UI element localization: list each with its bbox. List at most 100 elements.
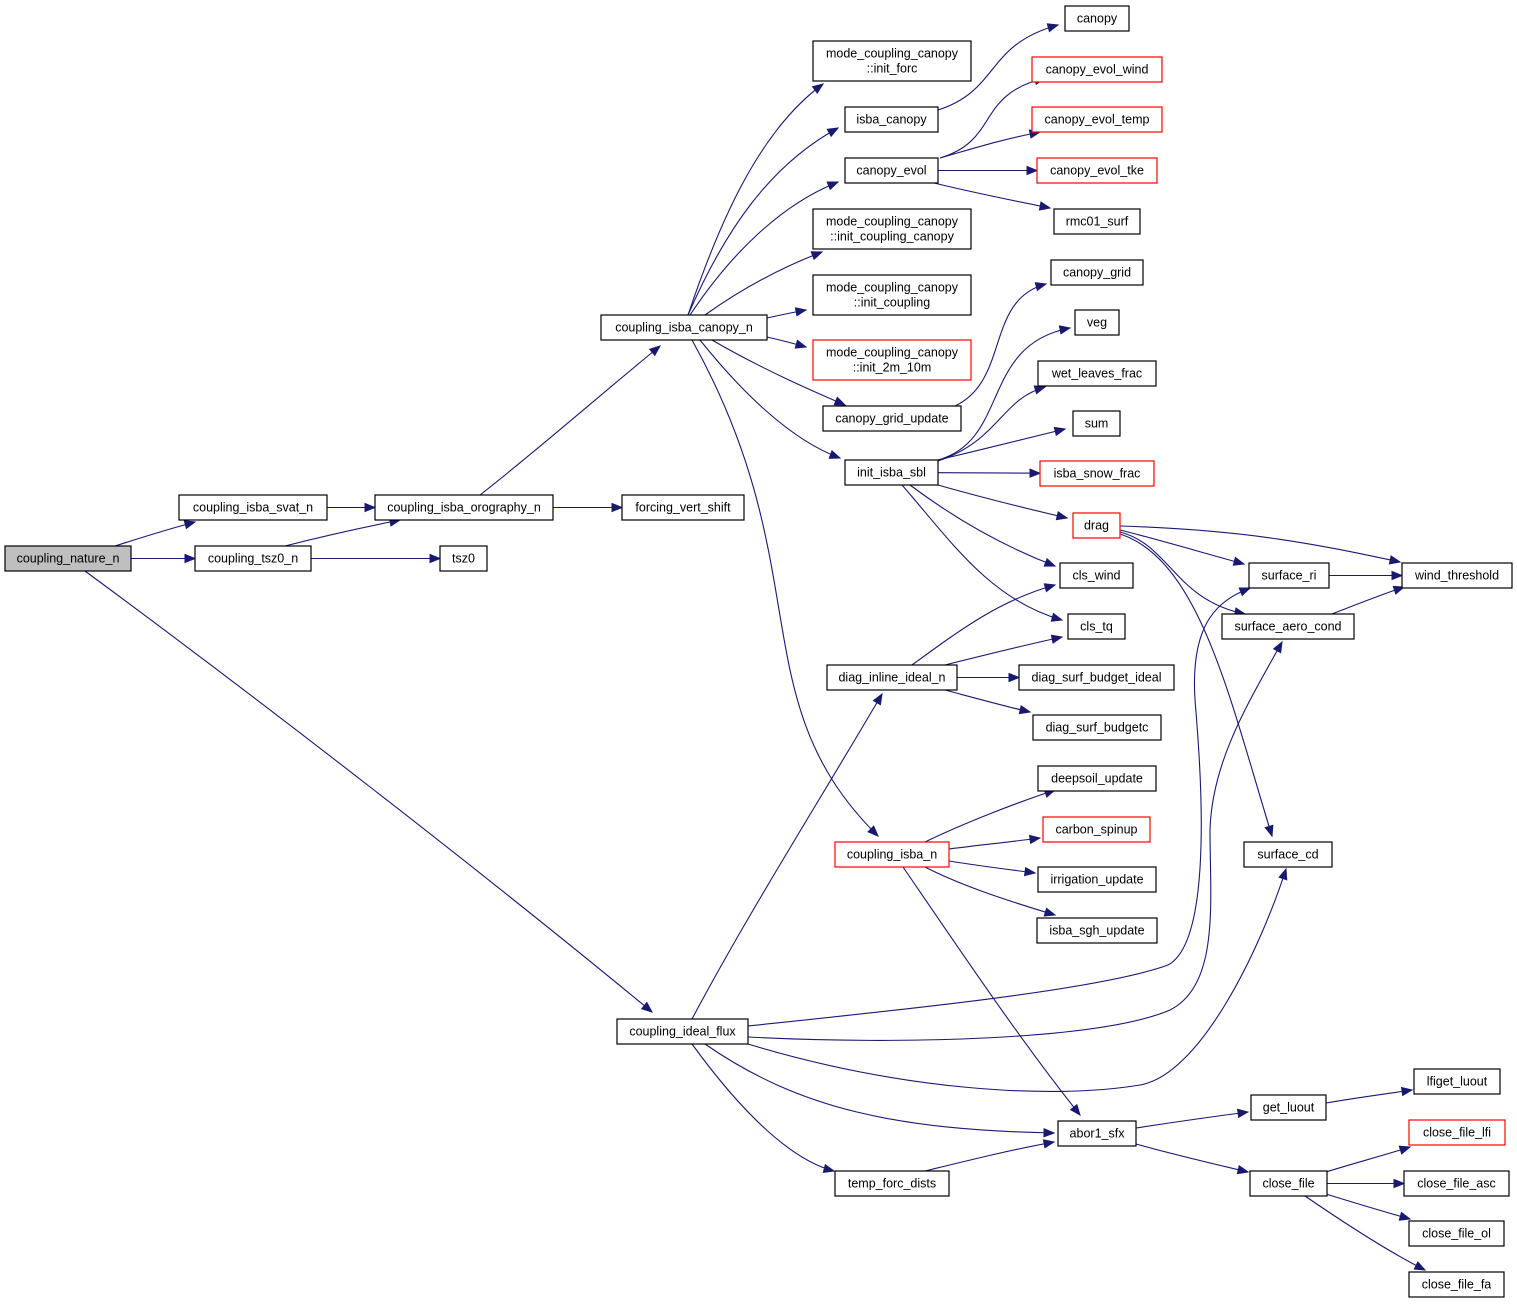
node-box[interactable]: [812, 208, 972, 250]
node-box[interactable]: [1042, 816, 1151, 843]
node-box[interactable]: [1064, 5, 1130, 32]
node-box[interactable]: [812, 274, 972, 316]
node-box[interactable]: [4, 545, 132, 572]
node-box[interactable]: [1413, 1068, 1501, 1095]
node-box[interactable]: [1072, 410, 1121, 437]
node-isba_sgh_update[interactable]: isba_sgh_update: [1036, 917, 1158, 944]
node-canopy_grid[interactable]: canopy_grid: [1050, 259, 1144, 286]
node-rmc01_surf[interactable]: rmc01_surf: [1053, 208, 1141, 235]
node-box[interactable]: [1037, 866, 1157, 893]
node-box[interactable]: [1050, 259, 1144, 286]
node-box[interactable]: [1243, 841, 1333, 868]
node-box[interactable]: [844, 157, 939, 184]
node-surface_ri[interactable]: surface_ri: [1248, 562, 1330, 589]
node-veg[interactable]: veg: [1074, 309, 1120, 336]
node-cls_wind[interactable]: cls_wind: [1059, 562, 1134, 589]
node-surface_cd[interactable]: surface_cd: [1243, 841, 1333, 868]
node-diag_surf_budgetc[interactable]: diag_surf_budgetc: [1032, 714, 1162, 741]
node-box[interactable]: [844, 106, 939, 133]
node-forcing_vert_shift[interactable]: forcing_vert_shift: [621, 494, 745, 521]
node-isba_canopy[interactable]: isba_canopy: [844, 106, 939, 133]
node-box[interactable]: [1036, 157, 1158, 184]
node-canopy_evol_temp[interactable]: canopy_evol_temp: [1031, 106, 1163, 133]
node-box[interactable]: [439, 545, 488, 572]
node-get_luout[interactable]: get_luout: [1250, 1094, 1327, 1121]
node-box[interactable]: [1037, 765, 1157, 792]
node-deepsoil_update[interactable]: deepsoil_update: [1037, 765, 1157, 792]
node-box[interactable]: [1403, 1170, 1510, 1197]
node-close_file_ol[interactable]: close_file_ol: [1408, 1220, 1505, 1247]
node-box[interactable]: [178, 494, 328, 521]
node-box[interactable]: [1031, 106, 1163, 133]
node-box[interactable]: [1401, 562, 1513, 589]
node-canopy_grid_update[interactable]: canopy_grid_update: [822, 405, 962, 432]
node-irrigation_update[interactable]: irrigation_update: [1037, 866, 1157, 893]
node-close_file_lfi[interactable]: close_file_lfi: [1408, 1119, 1506, 1146]
node-box[interactable]: [1408, 1119, 1506, 1146]
node-box[interactable]: [844, 459, 939, 486]
node-coupling_isba_orography_n[interactable]: coupling_isba_orography_n: [374, 494, 554, 521]
node-close_file_fa[interactable]: close_file_fa: [1408, 1271, 1505, 1298]
node-diag_surf_budget_ideal[interactable]: diag_surf_budget_ideal: [1018, 664, 1175, 691]
node-box[interactable]: [194, 545, 312, 572]
node-canopy[interactable]: canopy: [1064, 5, 1130, 32]
node-box[interactable]: [1072, 512, 1121, 539]
node-box[interactable]: [1031, 56, 1163, 83]
node-init_coupling[interactable]: mode_coupling_canopy::init_coupling: [812, 274, 972, 316]
node-box[interactable]: [826, 664, 958, 691]
node-drag[interactable]: drag: [1072, 512, 1121, 539]
node-box[interactable]: [834, 841, 950, 868]
node-box[interactable]: [616, 1018, 749, 1045]
node-sum[interactable]: sum: [1072, 410, 1121, 437]
node-box[interactable]: [1053, 208, 1141, 235]
node-box[interactable]: [812, 339, 972, 381]
node-surface_aero_cond[interactable]: surface_aero_cond: [1221, 613, 1355, 640]
node-box[interactable]: [1037, 360, 1157, 387]
node-box[interactable]: [1250, 1094, 1327, 1121]
node-diag_inline_ideal_n[interactable]: diag_inline_ideal_n: [826, 664, 958, 691]
node-wet_leaves_frac[interactable]: wet_leaves_frac: [1037, 360, 1157, 387]
node-canopy_evol_tke[interactable]: canopy_evol_tke: [1036, 157, 1158, 184]
node-init_coupling_canopy[interactable]: mode_coupling_canopy::init_coupling_cano…: [812, 208, 972, 250]
node-box[interactable]: [1057, 1120, 1137, 1147]
node-coupling_nature_n[interactable]: coupling_nature_n: [4, 545, 132, 572]
node-init_2m_10m[interactable]: mode_coupling_canopy::init_2m_10m: [812, 339, 972, 381]
node-box[interactable]: [621, 494, 745, 521]
node-box[interactable]: [1408, 1220, 1505, 1247]
node-box[interactable]: [1036, 917, 1158, 944]
node-box[interactable]: [1018, 664, 1175, 691]
node-box[interactable]: [374, 494, 554, 521]
node-box[interactable]: [1221, 613, 1355, 640]
node-abor1_sfx[interactable]: abor1_sfx: [1057, 1120, 1137, 1147]
node-box[interactable]: [822, 405, 962, 432]
node-wind_threshold[interactable]: wind_threshold: [1401, 562, 1513, 589]
node-coupling_isba_n[interactable]: coupling_isba_n: [834, 841, 950, 868]
node-canopy_evol[interactable]: canopy_evol: [844, 157, 939, 184]
node-box[interactable]: [1039, 460, 1155, 487]
node-init_isba_sbl[interactable]: init_isba_sbl: [844, 459, 939, 486]
node-box[interactable]: [1248, 562, 1330, 589]
node-carbon_spinup[interactable]: carbon_spinup: [1042, 816, 1151, 843]
node-canopy_evol_wind[interactable]: canopy_evol_wind: [1031, 56, 1163, 83]
node-box[interactable]: [1074, 309, 1120, 336]
node-temp_forc_dists[interactable]: temp_forc_dists: [834, 1170, 950, 1197]
node-box[interactable]: [600, 314, 768, 341]
node-coupling_isba_canopy_n[interactable]: coupling_isba_canopy_n: [600, 314, 768, 341]
node-box[interactable]: [1059, 562, 1134, 589]
node-coupling_ideal_flux[interactable]: coupling_ideal_flux: [616, 1018, 749, 1045]
node-isba_snow_frac[interactable]: isba_snow_frac: [1039, 460, 1155, 487]
node-box[interactable]: [1249, 1170, 1328, 1197]
node-box[interactable]: [1408, 1271, 1505, 1298]
node-box[interactable]: [834, 1170, 950, 1197]
node-coupling_isba_svat_n[interactable]: coupling_isba_svat_n: [178, 494, 328, 521]
node-box[interactable]: [1032, 714, 1162, 741]
node-close_file_asc[interactable]: close_file_asc: [1403, 1170, 1510, 1197]
node-init_forc[interactable]: mode_coupling_canopy::init_forc: [812, 40, 972, 82]
node-coupling_tsz0_n[interactable]: coupling_tsz0_n: [194, 545, 312, 572]
node-close_file[interactable]: close_file: [1249, 1170, 1328, 1197]
node-box[interactable]: [1067, 613, 1126, 640]
node-tsz0[interactable]: tsz0: [439, 545, 488, 572]
node-lfiget_luout[interactable]: lfiget_luout: [1413, 1068, 1501, 1095]
node-cls_tq[interactable]: cls_tq: [1067, 613, 1126, 640]
node-box[interactable]: [812, 40, 972, 82]
